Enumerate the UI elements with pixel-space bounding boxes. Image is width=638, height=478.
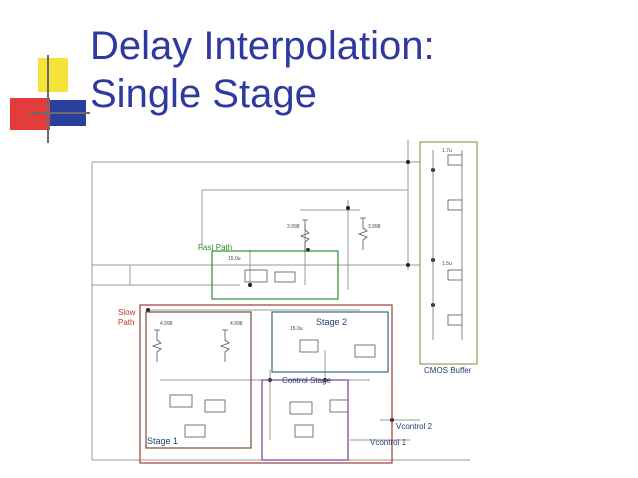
svg-text:4.998: 4.998 bbox=[160, 321, 173, 327]
slide-title: Delay Interpolation: Single Stage bbox=[90, 22, 435, 118]
svg-text:15.0u: 15.0u bbox=[290, 326, 303, 332]
fast-path-box bbox=[211, 250, 339, 300]
svg-text:1.5u: 1.5u bbox=[442, 261, 452, 267]
slow-path-box bbox=[139, 304, 393, 464]
logo-vertical-line bbox=[47, 55, 49, 143]
wiring bbox=[91, 140, 470, 461]
svg-text:3.998: 3.998 bbox=[368, 224, 381, 230]
schematic-diagram: 3.998 3.998 4.998 4.998 1.7u 1.5u 15.0u … bbox=[90, 140, 479, 464]
fast-path-label: Fast Path bbox=[198, 243, 233, 252]
vcontrol2-label: Vcontrol 2 bbox=[396, 422, 433, 431]
component-annotations: 3.998 3.998 4.998 4.998 1.7u 1.5u 15.0u … bbox=[160, 148, 452, 332]
schematic-svg: 3.998 3.998 4.998 4.998 1.7u 1.5u 15.0u … bbox=[91, 140, 478, 464]
stage2-label: Stage 2 bbox=[316, 317, 348, 327]
cmos-buffer-box bbox=[419, 141, 478, 365]
cmos-buffer-label: CMOS Buffer bbox=[424, 366, 472, 375]
logo-red-square bbox=[10, 98, 50, 130]
slow-path-label-line1: Slow bbox=[118, 308, 136, 317]
components bbox=[151, 154, 463, 438]
logo-horizontal-line bbox=[30, 112, 90, 114]
control-stage-label: Control Stage bbox=[282, 376, 331, 385]
stage1-box bbox=[145, 311, 252, 449]
vcontrol1-label: Vcontrol 1 bbox=[370, 438, 407, 447]
svg-text:4.998: 4.998 bbox=[230, 321, 243, 327]
slow-path-label-line2: Path bbox=[118, 318, 135, 327]
svg-text:3.998: 3.998 bbox=[287, 224, 300, 230]
control-stage-box bbox=[261, 379, 349, 461]
title-line-1: Delay Interpolation: bbox=[90, 24, 435, 68]
title-line-2: Single Stage bbox=[90, 72, 317, 116]
stage2-box bbox=[271, 311, 389, 373]
stage1-label: Stage 1 bbox=[147, 436, 179, 446]
svg-text:1.7u: 1.7u bbox=[442, 148, 452, 154]
svg-text:15.0u: 15.0u bbox=[228, 256, 241, 262]
logo-yellow-square bbox=[38, 58, 68, 92]
